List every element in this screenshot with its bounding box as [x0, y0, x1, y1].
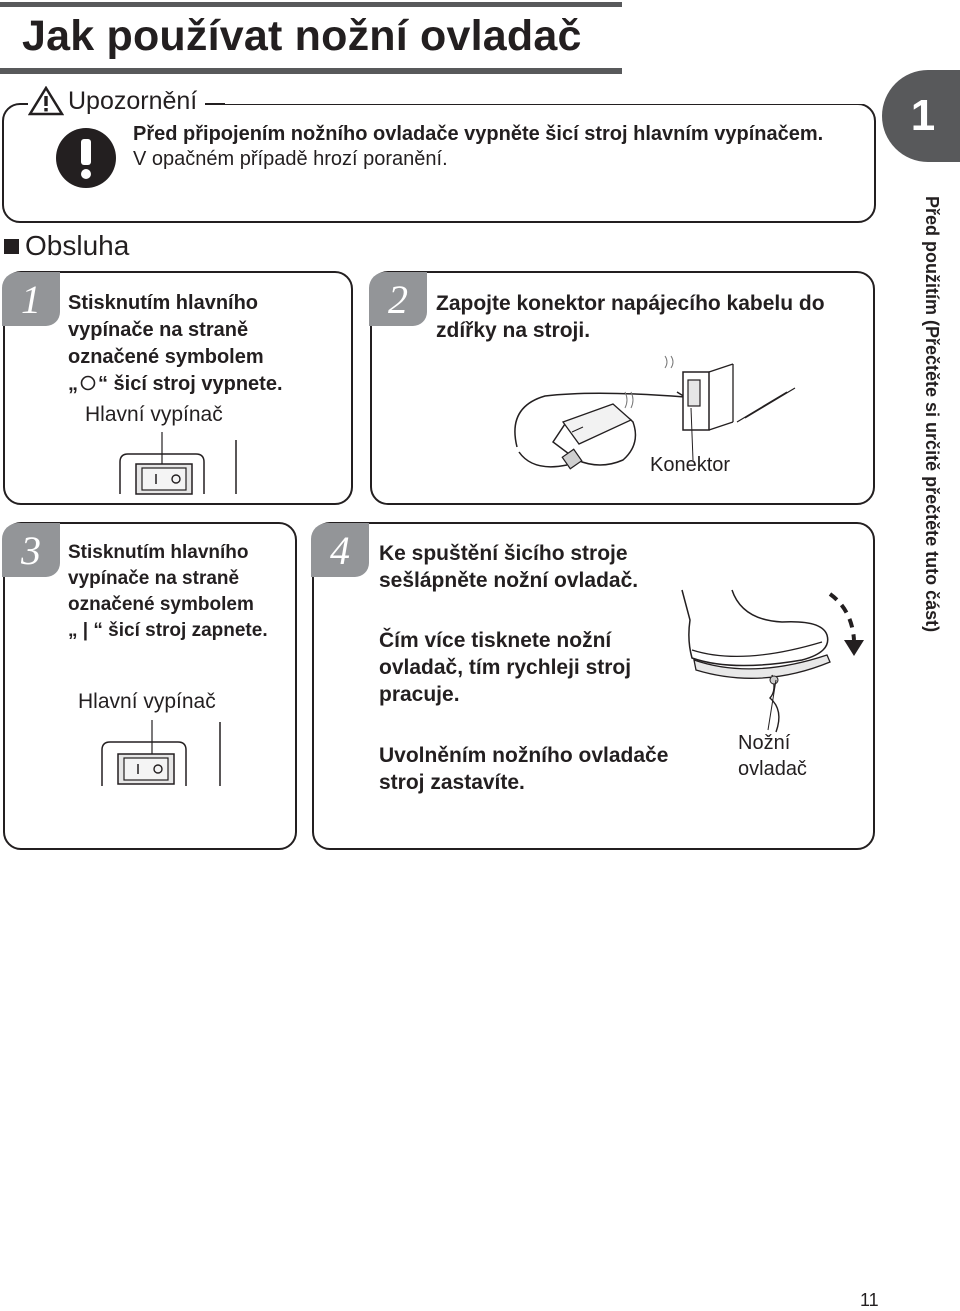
- section-heading: Obsluha: [4, 230, 129, 262]
- step-4-box: [312, 522, 875, 850]
- step-4-label: Nožní ovladač: [738, 730, 807, 782]
- step-1-number: 1: [2, 272, 60, 326]
- section-tab: 1: [882, 70, 960, 162]
- step-4-label-line-2: ovladač: [738, 758, 807, 780]
- step-3-box: [3, 522, 297, 850]
- warning-line-1: Před připojením nožního ovladače vypněte…: [133, 123, 824, 145]
- step-1-text-b-suffix: “ šicí stroj vypnete.: [98, 373, 283, 395]
- step-4-label-line-1: Nožní: [738, 732, 791, 754]
- step-3-text-a: Stisknutím hlavního vypínače na straně o…: [68, 542, 254, 615]
- title-bottom-rule: [0, 68, 622, 74]
- side-caption: Před použitím (Přečtěte si určitě přečtě…: [922, 196, 942, 633]
- main-switch-on-illustration: [101, 720, 221, 786]
- step-4-text-3: Uvolněním nožního ovladače stroj zastaví…: [379, 744, 669, 794]
- warning-line-rule: [225, 102, 872, 104]
- step-1-label: Hlavní vypínač: [85, 403, 223, 426]
- step-3-number: 3: [2, 523, 60, 577]
- step-4-text-2: Čím více tisknete nožní ovladač, tím ryc…: [379, 629, 632, 706]
- page-title: Jak používat nožní ovladač: [22, 12, 582, 60]
- step-4-number: 4: [311, 523, 369, 577]
- step-3-label: Hlavní vypínač: [78, 690, 216, 713]
- step-2-label: Konektor: [650, 454, 731, 476]
- circle-symbol-icon: [80, 375, 96, 391]
- step-4-text-1: Ke spuštění šicího stroje sešlápněte nož…: [379, 542, 639, 592]
- title-top-rule: [0, 2, 622, 7]
- square-bullet-icon: [4, 238, 19, 254]
- section-heading-text: Obsluha: [25, 230, 130, 261]
- warning-label-text: Upozornění: [68, 86, 198, 115]
- step-3-text-b: „ | “ šicí stroj zapnete.: [68, 620, 268, 641]
- page-number: 11: [860, 1290, 879, 1310]
- step-2-box: [370, 271, 875, 505]
- warning-line-2: V opačném případě hrozí poranění.: [133, 148, 448, 170]
- step-2-number: 2: [369, 272, 427, 326]
- main-switch-off-illustration: [119, 432, 237, 495]
- foot-pedal-illustration: [681, 589, 864, 733]
- step-2-text: Zapojte konektor napájecího kabelu do zd…: [436, 292, 825, 342]
- step-1-text-a: Stisknutím hlavního vypínače na straně o…: [68, 292, 264, 368]
- step-1-text: Stisknutím hlavního vypínače na straně o…: [68, 290, 330, 398]
- warning-text: Před připojením nožního ovladače vypněte…: [133, 122, 833, 172]
- warning-label: Upozornění: [28, 86, 206, 116]
- step-1-text-b-prefix: „: [68, 373, 78, 395]
- connector-illustration: [514, 355, 796, 470]
- step-3-text: Stisknutím hlavního vypínače na straně o…: [68, 540, 283, 644]
- warning-triangle-icon: [28, 86, 64, 116]
- exclamation-icon: [56, 128, 116, 188]
- warning-box: [2, 103, 876, 223]
